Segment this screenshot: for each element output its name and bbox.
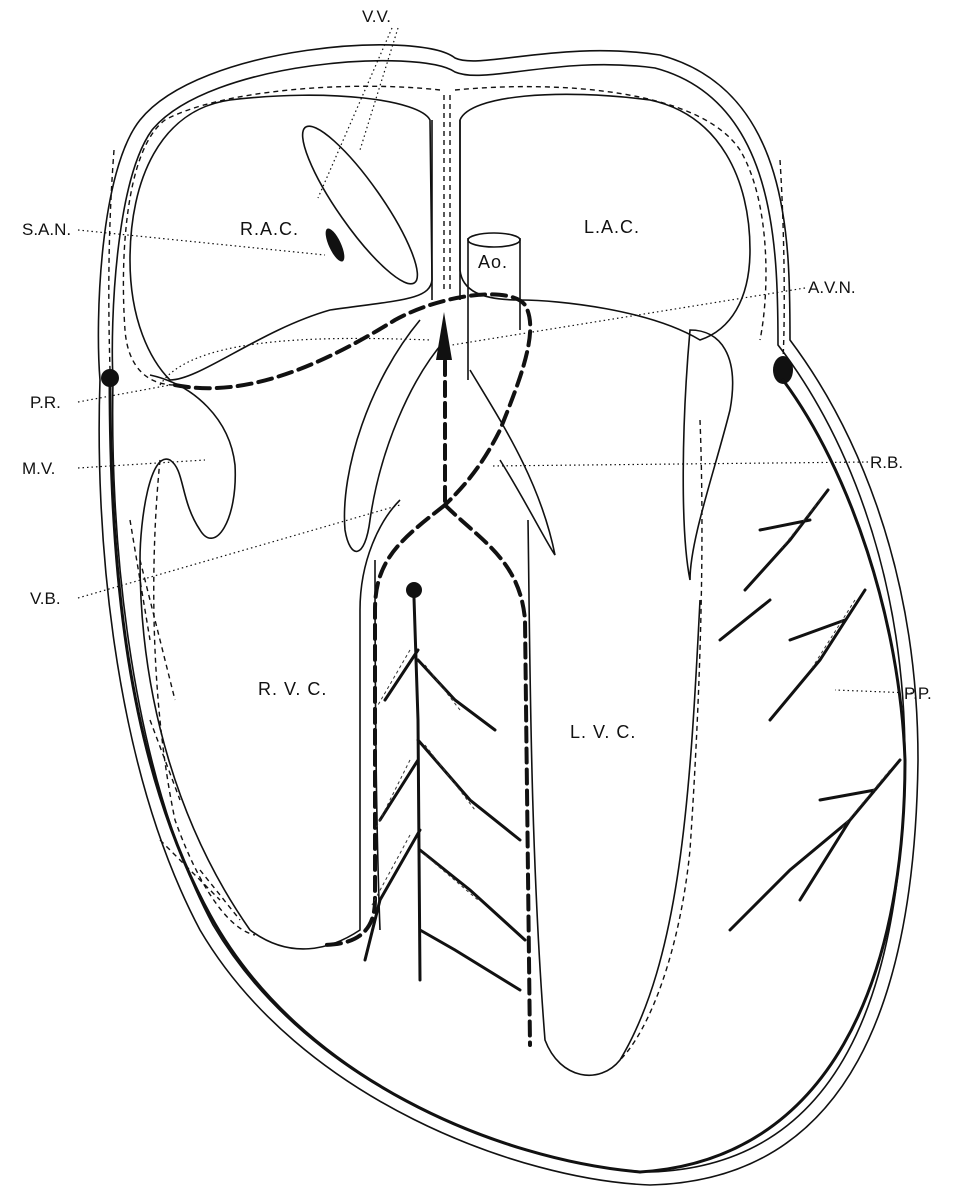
right-ventricle-chamber (140, 500, 400, 949)
label-rvc: R. V. C. (258, 679, 327, 699)
label-pr: P.R. (30, 393, 61, 412)
septal-purkinje-tree (365, 598, 525, 990)
sinoatrial-node (322, 226, 348, 264)
aorta-opening (468, 233, 520, 247)
heart-outer-wall (98, 45, 918, 1185)
label-mv: M.V. (22, 459, 55, 478)
label-ao: Ao. (478, 252, 508, 272)
left-wall-purkinje-sheath (782, 500, 890, 828)
label-rb: R.B. (870, 453, 903, 472)
outer-left-purkinje (640, 380, 905, 1172)
interatrial-septum (432, 120, 460, 300)
rb-leader (490, 462, 868, 466)
atrioventricular-node (436, 312, 452, 360)
vb-leader (78, 505, 400, 598)
label-vv: V.V. (362, 7, 391, 26)
septal-purkinje-sheath (372, 650, 478, 905)
label-lac: L.A.C. (584, 217, 640, 237)
label-rac: R.A.C. (240, 219, 299, 239)
vv-leader (318, 28, 398, 198)
right-bundle-branch (320, 505, 445, 945)
left-wall-purkinje-tree (720, 490, 900, 930)
interventricular-septum (375, 520, 700, 1075)
left-bundle-branch (445, 505, 530, 1045)
left-valve-leaflet (683, 330, 732, 580)
av-ring-pathway (175, 294, 530, 505)
label-vb: V.B. (30, 589, 61, 608)
pr-ring-dotted (160, 338, 430, 385)
label-lvc: L. V. C. (570, 722, 636, 742)
inner-left-purkinje (780, 160, 784, 360)
label-pp: P.P. (904, 684, 932, 703)
pr-leader (78, 385, 170, 402)
heart-inner-wall (112, 61, 905, 1172)
label-avn: A.V.N. (808, 278, 856, 297)
septal-pathway (444, 95, 450, 290)
venous-valve (287, 115, 432, 296)
label-san: S.A.N. (22, 220, 71, 239)
mv-leader (78, 460, 205, 468)
papillary-node (406, 582, 422, 598)
